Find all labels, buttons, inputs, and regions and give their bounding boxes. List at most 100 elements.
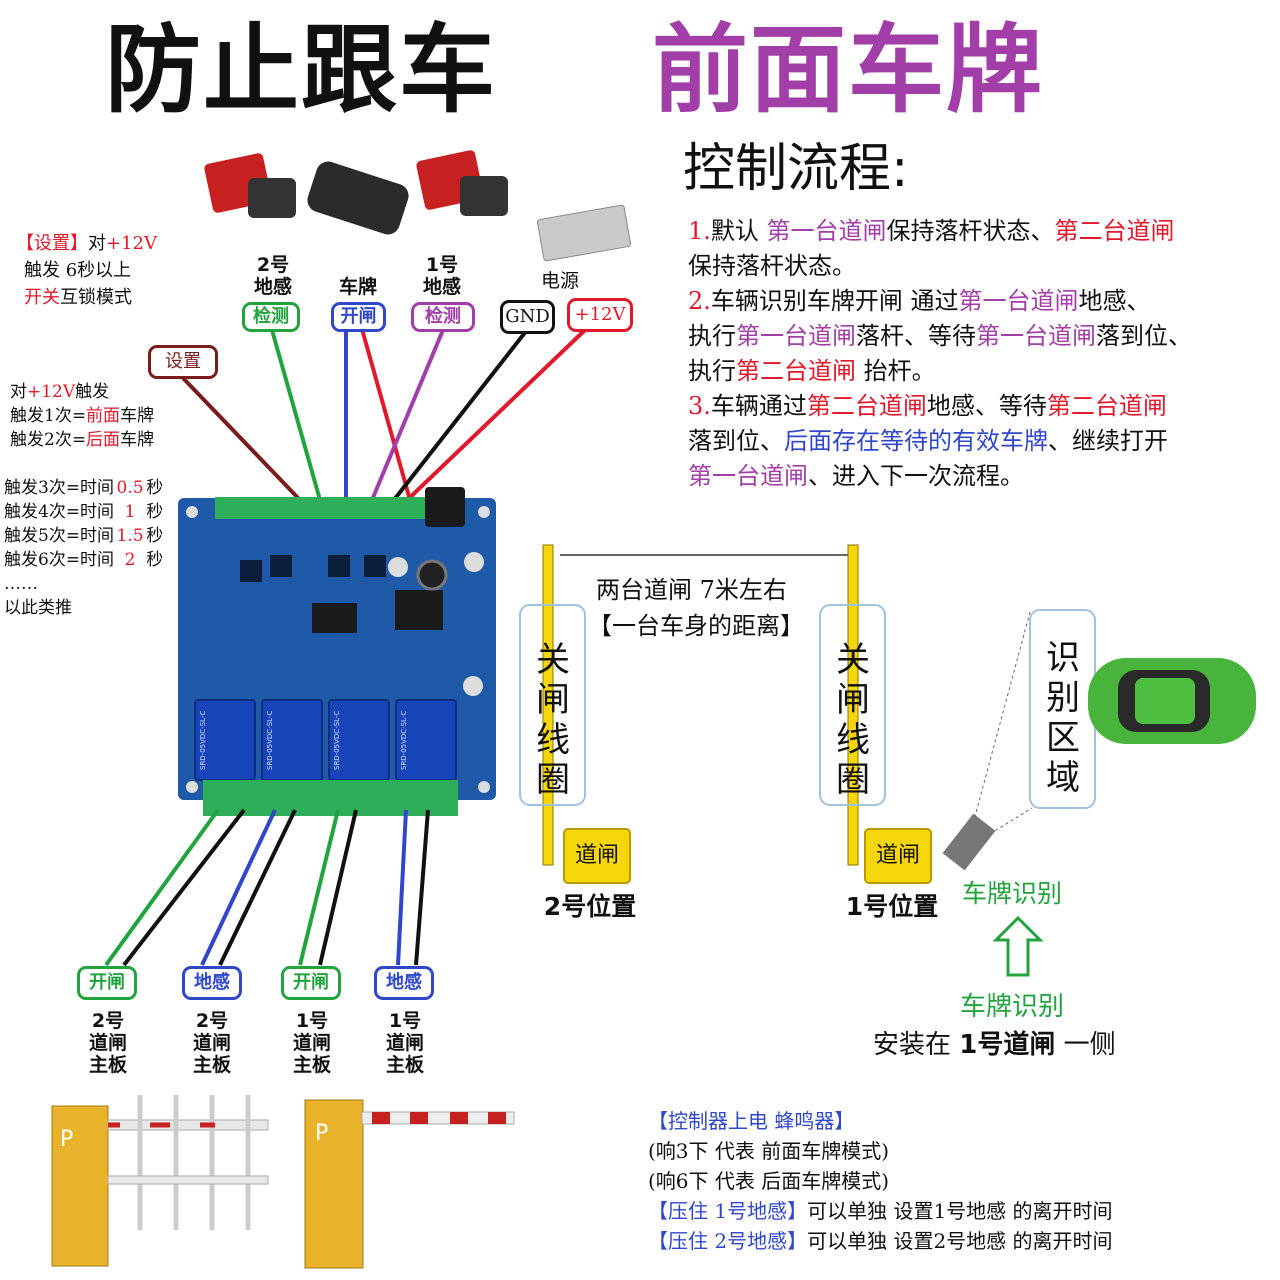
- gate-1-ref: 第一台道闸: [766, 217, 887, 245]
- mode-title: 前面车牌: [652, 14, 1044, 126]
- tag-12v: +12V: [567, 298, 633, 332]
- barrier-gate-arm: P: [304, 1099, 515, 1269]
- wire-out-com2: [122, 808, 246, 967]
- sensor1-label: 1号 地感: [422, 254, 461, 298]
- note-text: 后面: [86, 430, 121, 450]
- gate-2-ref: 第二台道闸: [806, 392, 927, 420]
- barrier-arm-1: [847, 544, 859, 866]
- step-text: 保持落杆状态。: [688, 252, 856, 280]
- inductor: [416, 559, 448, 591]
- wire-detect2: [270, 329, 322, 501]
- out-label-gate1-open: 1号 道闸 主板: [292, 1010, 331, 1076]
- flow-steps: 1.默认 第一台道闸保持落杆状态、第二台道闸保持落杆状态。 2.车辆识别车牌开闸…: [688, 214, 1278, 494]
- note-text: 触发3次=时间: [4, 478, 115, 498]
- output-terminal-block: [203, 780, 458, 816]
- svg-text:P: P: [315, 1121, 328, 1146]
- note-text: 触发5次=时间: [4, 526, 115, 546]
- note-text: 秒: [146, 550, 164, 570]
- note-text: 触发4次=时间: [4, 502, 115, 522]
- note-text: 1: [124, 502, 136, 522]
- tag-detect2: 检测: [242, 302, 300, 332]
- out-label-gate2-sense: 2号 道闸 主板: [192, 1010, 231, 1076]
- relays: [194, 699, 457, 781]
- note-text: 触发6次=时间: [4, 550, 115, 570]
- barrier-arm-2: [542, 544, 554, 866]
- gate-1-ref: 第一台道闸: [688, 462, 808, 490]
- camera-body: [942, 813, 996, 871]
- capacitor: [463, 676, 483, 696]
- step-text: 落杆、等待: [856, 322, 976, 350]
- gate-2-ref: 第二台道闸: [1046, 392, 1167, 420]
- install-gate: 1号道闸: [959, 1030, 1056, 1060]
- setup-note: 【设置】对+12V 触发 6秒以上 开关互锁模式: [16, 230, 157, 311]
- view-line-top: [969, 611, 1031, 836]
- step-text: 、进入下一次流程。: [808, 462, 1024, 490]
- trigger-note: 对+12V触发 触发1次=前面车牌 触发2次=后面车牌: [10, 380, 154, 452]
- flow-step-2: 2.车辆识别车牌开闸 通过第一台道闸地感、执行第一台道闸落杆、等待第一台道闸落到…: [688, 284, 1278, 389]
- note-text: (响3下 代表 前面车牌模式): [648, 1139, 890, 1163]
- install-text: 安装在: [873, 1030, 960, 1060]
- flow-title: 控制流程:: [683, 139, 909, 199]
- note-text: 秒: [146, 502, 164, 522]
- note-text: 车牌: [120, 406, 155, 426]
- wire-setting: [181, 376, 302, 502]
- note-text: 秒: [146, 526, 164, 546]
- sensor2-label: 2号 地感: [253, 254, 292, 298]
- step-text: 、继续打开: [1048, 427, 1168, 455]
- device-power: [536, 204, 632, 262]
- coil-2-label: 关闸线圈: [536, 640, 570, 800]
- svg-text:SRD-05VDC-SL-C: SRD-05VDC-SL-C: [199, 711, 207, 770]
- camera-label-2: 车牌识别: [960, 992, 1065, 1022]
- step-text: 执行: [688, 357, 736, 385]
- step-text: 地感、: [1078, 287, 1151, 315]
- wire-out-com1: [318, 809, 358, 966]
- input-wires: [181, 321, 587, 507]
- note-text: 触发2次=: [10, 430, 87, 450]
- out-label-gate1-sense: 1号 道闸 主板: [385, 1010, 424, 1076]
- barrier-gate-fence: P: [51, 1095, 269, 1267]
- note-text: 前面: [86, 406, 121, 426]
- device-sensor1: [416, 150, 508, 216]
- step-number: 1.: [688, 217, 711, 245]
- regulator: [395, 590, 443, 630]
- power-on-notes: 【控制器上电 蜂鸣器】 (响3下 代表 前面车牌模式) (响6下 代表 后面车牌…: [648, 1106, 1113, 1256]
- wire-gnd: [388, 328, 529, 507]
- note-text: 开关: [24, 287, 60, 308]
- device-sensor2: [204, 153, 296, 218]
- note-text: 互锁模式: [60, 287, 132, 308]
- chip: [312, 603, 357, 633]
- note-text: +12V: [106, 233, 157, 254]
- wire-out-sense1: [396, 809, 408, 966]
- coil-1-label: 关闸线圈: [836, 640, 870, 800]
- note-text: 车牌: [120, 430, 155, 450]
- gate-1-ref: 第一台道闸: [976, 322, 1096, 350]
- tag-out-open2: 开闸: [77, 966, 137, 1000]
- note-text: 【设置】: [16, 233, 88, 254]
- gate-1-ref: 第一台道闸: [958, 287, 1079, 315]
- car: [1088, 658, 1256, 744]
- svg-text:SRD-05VDC-SL-C: SRD-05VDC-SL-C: [333, 711, 341, 770]
- note-text: 触发: [75, 382, 110, 402]
- tag-detect1: 检测: [411, 302, 475, 332]
- gate-2-ref: 第二台道闸: [1054, 217, 1175, 245]
- note-text: 【压住 1号地感】: [648, 1199, 808, 1223]
- capacitor: [388, 557, 408, 577]
- step-text: 抬杆。: [856, 357, 936, 385]
- main-title: 防止跟车: [105, 14, 497, 126]
- step-number: 2.: [688, 287, 711, 315]
- note-text: 触发 6秒以上: [24, 260, 132, 281]
- step-text: 车辆识别车牌开闸 通过: [710, 287, 959, 315]
- wire-out-open1: [298, 809, 340, 966]
- out-label-gate2-open: 2号 道闸 主板: [88, 1010, 127, 1076]
- note-text: 1.5: [116, 526, 144, 546]
- svg-text:SRD-05VDC-SL-C: SRD-05VDC-SL-C: [266, 711, 274, 770]
- up-arrow: [992, 915, 1044, 977]
- note-text: (响6下 代表 后面车牌模式): [648, 1169, 890, 1193]
- distance-label-2: 【一台车身的距离】: [588, 612, 804, 640]
- step-text: 地感、等待: [926, 392, 1047, 420]
- note-text: 对: [10, 382, 27, 402]
- coil-2: [519, 604, 586, 806]
- tag-out-sense2: 地感: [182, 966, 242, 1000]
- valid-plate-ref: 后面存在等待的有效车牌: [784, 427, 1048, 455]
